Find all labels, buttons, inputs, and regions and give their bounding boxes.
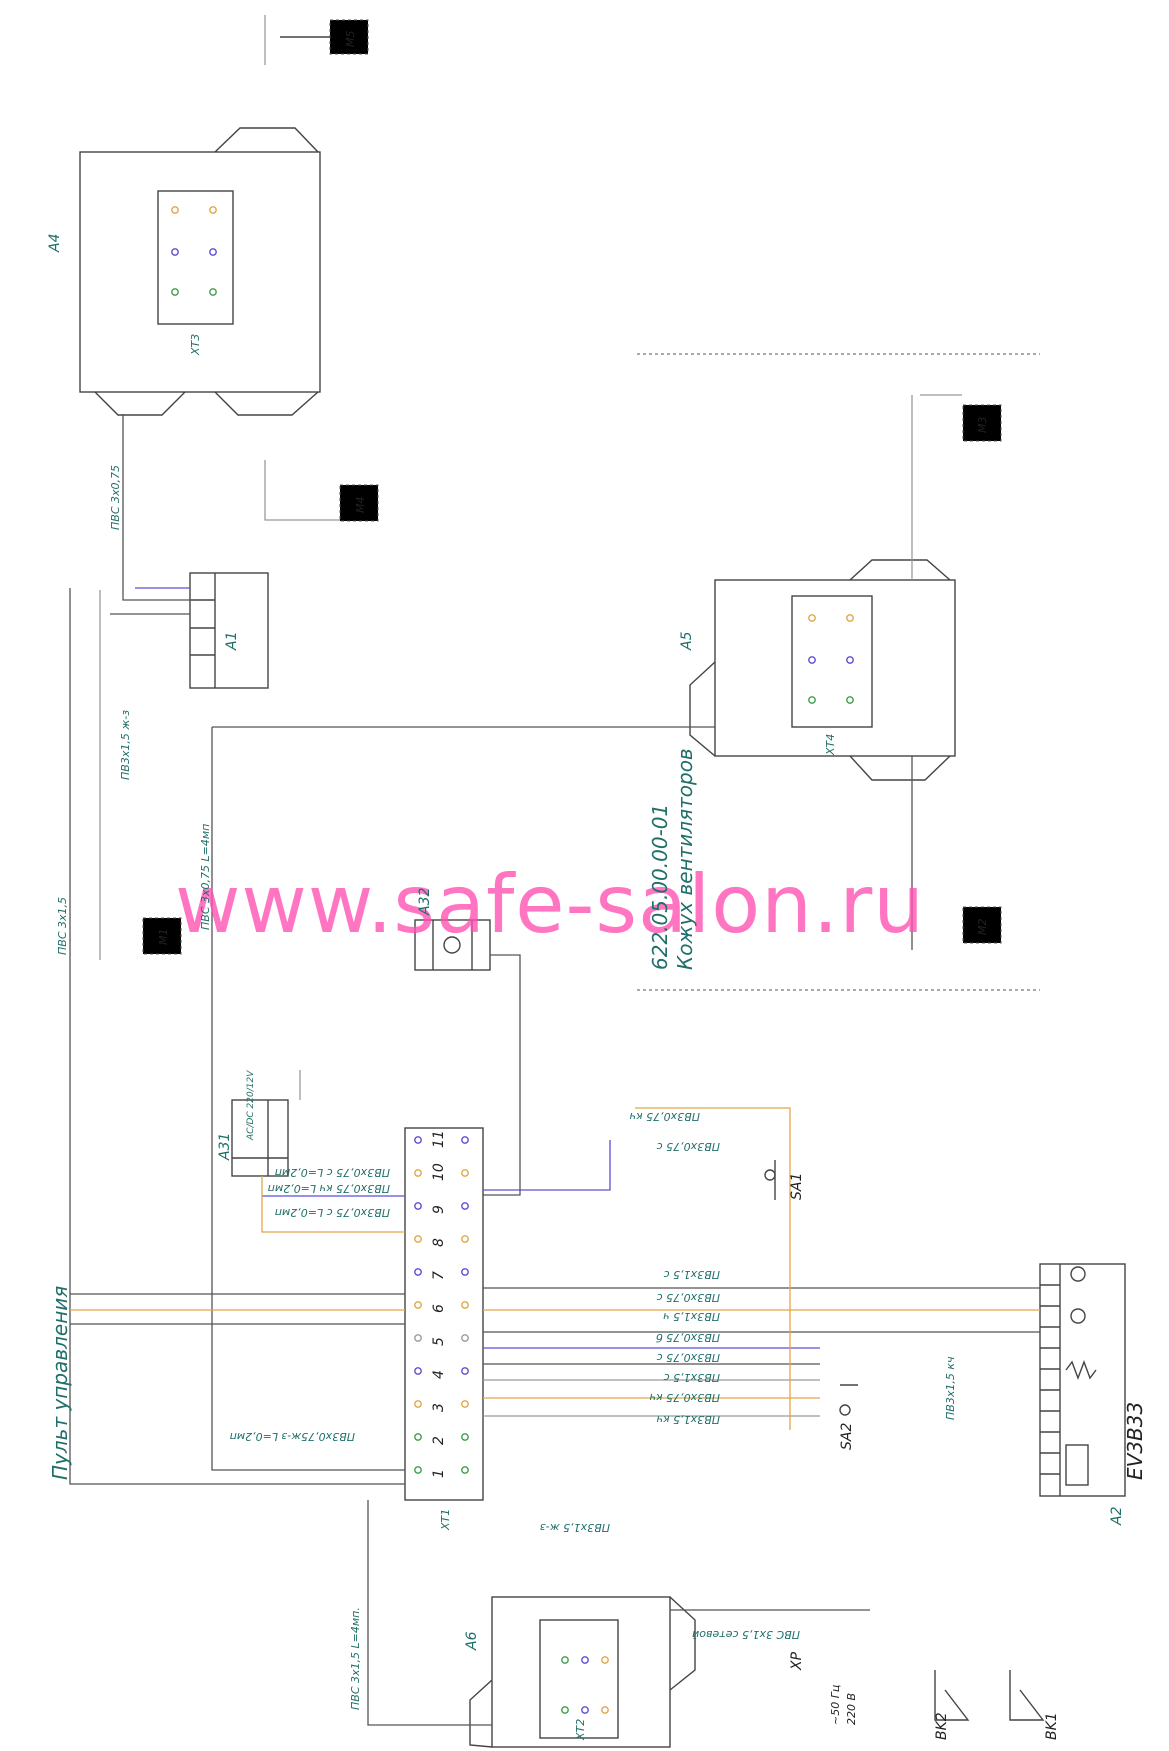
xt4-terminal-dot xyxy=(808,656,816,664)
xt1-terminal-dot xyxy=(461,1466,469,1474)
xt1-terminal-dot xyxy=(414,1268,422,1276)
xt1-terminal-dot xyxy=(461,1235,469,1243)
bk2-sensor xyxy=(934,1670,970,1721)
xt2-terminal-dot xyxy=(561,1706,569,1714)
xt1-terminal-dot xyxy=(461,1367,469,1375)
xt1-terminal-dot xyxy=(414,1301,422,1309)
xt3-terminal-dot xyxy=(209,288,217,296)
sa1-switch xyxy=(764,1160,776,1200)
xt4-terminal-dot xyxy=(846,696,854,704)
a1-box xyxy=(189,572,269,689)
xt1-terminal-dot xyxy=(414,1466,422,1474)
xt1-terminal-dot xyxy=(414,1235,422,1243)
xt1-terminal-dot xyxy=(461,1136,469,1144)
xt3-terminal-dot xyxy=(171,248,179,256)
sa2-switch xyxy=(839,1384,858,1416)
xt3-terminal-dot xyxy=(171,206,179,214)
xt1-terminal-dot xyxy=(414,1400,422,1408)
xt4-terminal-dot xyxy=(808,696,816,704)
xt1-terminal-dot xyxy=(461,1301,469,1309)
a6-enclosure xyxy=(469,1596,696,1748)
xt4-terminal-dot xyxy=(846,656,854,664)
xt1-terminal-dot xyxy=(461,1169,469,1177)
xt2-terminal-dot xyxy=(581,1706,589,1714)
xt4-terminal-dot xyxy=(846,614,854,622)
xt1-terminal-dot xyxy=(461,1400,469,1408)
xt1-terminal-dot xyxy=(414,1169,422,1177)
xt4-terminal-dot xyxy=(808,614,816,622)
xt1-terminal-dot xyxy=(461,1433,469,1441)
xt3-terminal-dot xyxy=(209,206,217,214)
a2-controller xyxy=(1039,1263,1126,1497)
xt1-terminal-dot xyxy=(414,1433,422,1441)
xt2-terminal-dot xyxy=(601,1706,609,1714)
a5-enclosure xyxy=(689,559,956,781)
terminal-dots xyxy=(171,206,854,1714)
xt2-terminal-dot xyxy=(581,1656,589,1664)
xt1-terminal-dot xyxy=(414,1367,422,1375)
xt2-terminal-dot xyxy=(561,1656,569,1664)
xt1-terminal-dot xyxy=(414,1202,422,1210)
a4-enclosure xyxy=(79,127,321,416)
xt1-terminal-dot xyxy=(461,1202,469,1210)
xt1-block xyxy=(404,1127,484,1501)
xt2-terminal-dot xyxy=(601,1656,609,1664)
xt1-terminal-dot xyxy=(414,1334,422,1342)
xt3-terminal-dot xyxy=(209,248,217,256)
bk1-sensor xyxy=(1009,1670,1045,1721)
xt3-terminal-dot xyxy=(171,288,179,296)
xt1-terminal-dot xyxy=(461,1268,469,1276)
xt1-terminal-dot xyxy=(414,1136,422,1144)
xt1-terminal-dot xyxy=(461,1334,469,1342)
a31-box xyxy=(231,1099,289,1177)
a32-box xyxy=(414,919,491,971)
